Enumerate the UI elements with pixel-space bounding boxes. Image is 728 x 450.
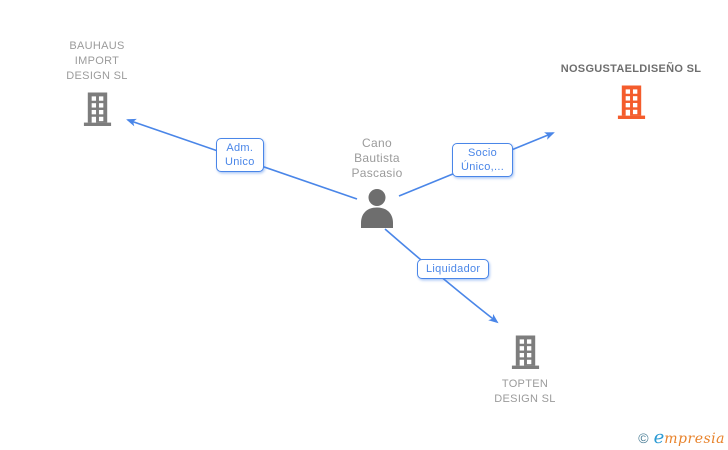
brand-rest: mpresia [664, 431, 725, 447]
person-name-line: Bautista [354, 151, 400, 165]
building-icon [83, 92, 111, 126]
company-name-line: BAUHAUS [69, 40, 125, 52]
company-name-line: TOPTEN [501, 378, 549, 390]
brand-wordmark: empresia [654, 427, 725, 448]
company-node-nosgustaeldiseno[interactable]: NOSGUSTAELDISEÑO SL [531, 62, 728, 120]
company-node-bauhaus[interactable]: BAUHAUS IMPORT DESIGN SL [37, 39, 157, 127]
company-name: BAUHAUS IMPORT DESIGN SL [66, 39, 127, 84]
relation-label-line: Adm. [226, 142, 254, 154]
company-name-line: IMPORT [74, 55, 120, 67]
empresia-logo[interactable]: © empresia [638, 427, 725, 448]
person-name-line: Cano [362, 136, 392, 150]
relation-label-line: Liquidador [426, 263, 481, 275]
company-name: TOPTEN DESIGN SL [494, 377, 555, 407]
company-name-line: DESIGN SL [66, 70, 128, 82]
relation-label-liquidador[interactable]: Liquidador [417, 259, 490, 279]
company-node-topten[interactable]: TOPTEN DESIGN SL [465, 334, 585, 407]
person-node[interactable]: Cano Bautista Pascasio [317, 136, 437, 228]
company-name-line: NOSGUSTAELDISEÑO SL [560, 63, 702, 75]
copyright-symbol: © [638, 430, 649, 446]
relation-label-adm-unico[interactable]: Adm. Unico [216, 138, 264, 172]
edge-liquidador [384, 228, 499, 324]
building-icon [511, 335, 539, 369]
person-icon [361, 189, 393, 228]
brand-first-letter: e [653, 427, 665, 448]
building-icon-highlighted [617, 85, 645, 119]
company-name: NOSGUSTAELDISEÑO SL [561, 62, 702, 77]
relation-label-line: Socio [468, 147, 498, 159]
relation-label-socio-unico[interactable]: Socio Único,... [452, 143, 514, 177]
relation-label-line: Único,... [461, 161, 505, 173]
person-name: Cano Bautista Pascasio [351, 136, 402, 181]
person-name-line: Pascasio [351, 166, 403, 180]
company-name-line: DESIGN SL [494, 393, 556, 405]
relation-label-line: Unico [225, 156, 255, 168]
